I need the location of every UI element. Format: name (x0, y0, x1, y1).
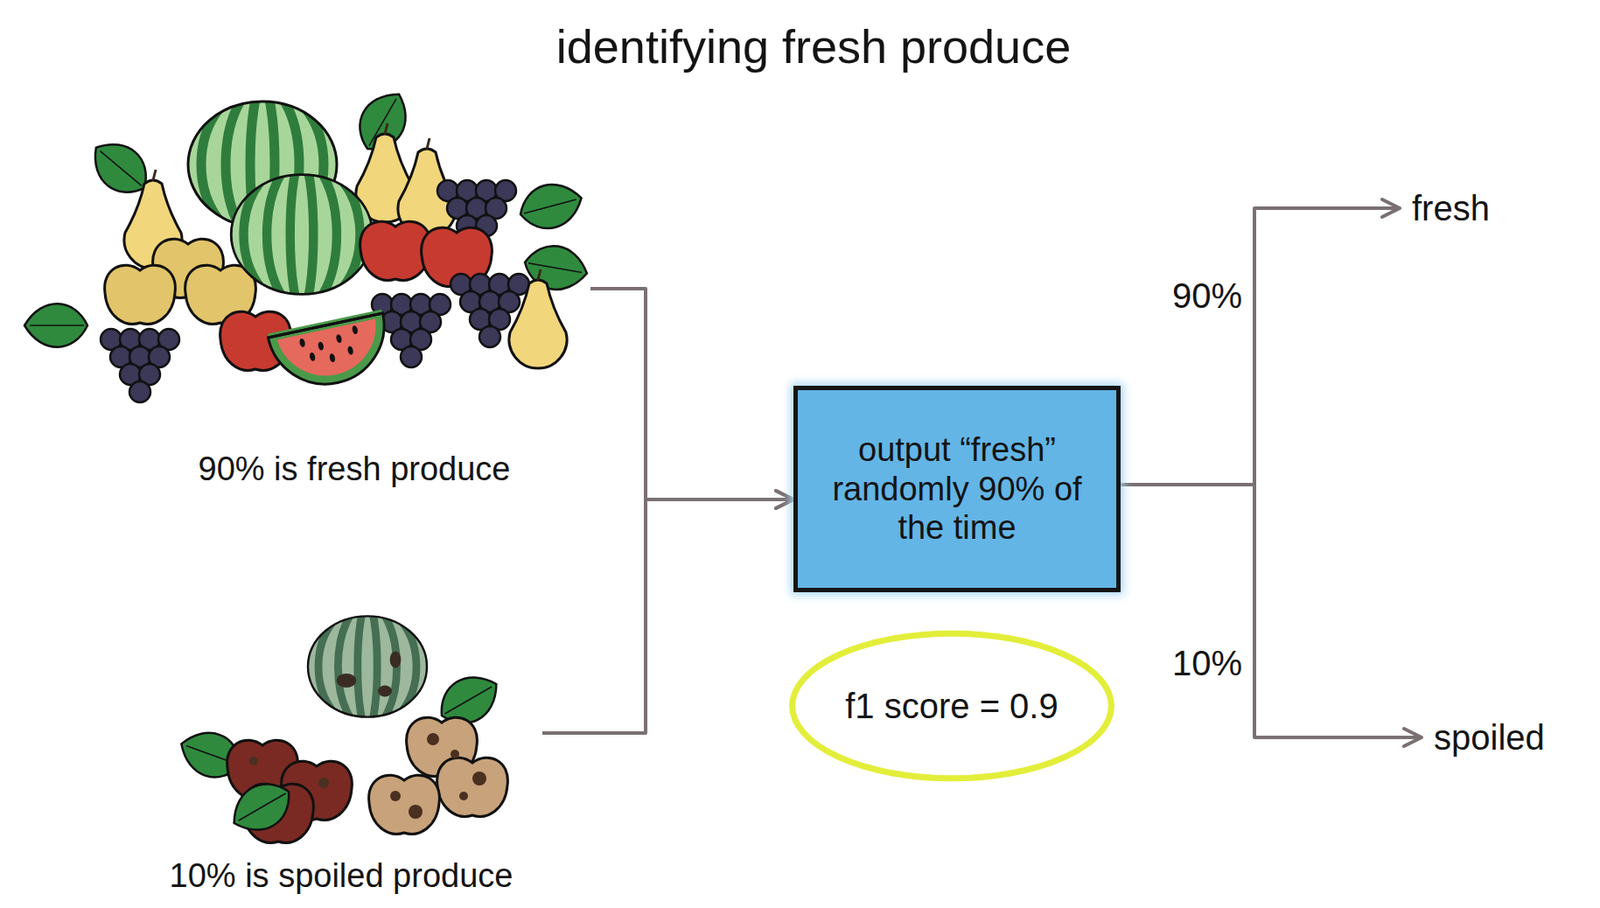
watermelon-slice (267, 313, 395, 395)
fresh-produce-pile (24, 83, 591, 403)
spoiled-produce-pile (223, 773, 300, 843)
rot-spots (426, 733, 440, 746)
fresh-produce-pile (515, 176, 587, 235)
spoiled-produce-pile (174, 603, 509, 843)
rot-spots (390, 790, 401, 802)
edge-label: 10% (1172, 642, 1243, 684)
spoiled-produce-group: 10% is spoiled produce (139, 594, 543, 897)
output-class: fresh (1399, 188, 1496, 229)
group-caption: 10% is spoiled produce (169, 856, 514, 897)
watermelon-slice (317, 341, 325, 351)
fresh-produce-pile (230, 160, 373, 310)
rot-spots (408, 804, 423, 819)
rot-spots (249, 733, 487, 819)
class-label: fresh (1411, 188, 1490, 229)
rot-spots (249, 756, 259, 766)
watermelon-slice (298, 325, 364, 369)
watermelon-slice (267, 313, 395, 395)
watermelon-slice (335, 334, 343, 344)
diagram-title: identifying fresh produce (376, 19, 1251, 74)
process-box: output “fresh” randomly 90% of the time (793, 385, 1121, 593)
fresh-produce-pile (100, 328, 180, 403)
watermelon-slice (328, 353, 336, 364)
class-label: spoiled (1433, 717, 1545, 758)
watermelon-slice (267, 313, 383, 338)
rot-spots (450, 749, 460, 759)
rot-spots (318, 777, 329, 789)
fresh-produce-pile (509, 269, 567, 369)
connector-line (1120, 484, 1422, 738)
connector-line (542, 499, 794, 734)
ellipse-outline (792, 633, 1112, 779)
highlight-ellipse: f1 score = 0.9 (785, 627, 1118, 785)
watermelon-slice (308, 351, 316, 362)
watermelon-slice (351, 325, 359, 336)
connector-line (1120, 208, 1400, 485)
rot-spots (472, 771, 487, 786)
fresh-produce-pile (104, 265, 176, 324)
score-text: f1 score = 0.9 (845, 685, 1058, 727)
watermelon-slice (299, 337, 307, 348)
spoiled-produce-pile (369, 775, 441, 834)
connector-line (590, 288, 794, 500)
watermelon-slice (347, 345, 355, 356)
process-text: output “fresh” randomly 90% of the time (829, 430, 1085, 548)
edge-label: 90% (1172, 275, 1243, 316)
rot-spots (459, 791, 469, 801)
fresh-produce-group: 90% is fresh produce (13, 96, 591, 490)
group-caption: 90% is fresh produce (198, 449, 511, 490)
fresh-produce-pile (24, 303, 88, 348)
spoiled-produce-pile (307, 603, 427, 730)
spoiled-produce-pile (437, 757, 509, 817)
output-class: spoiled (1421, 717, 1551, 758)
